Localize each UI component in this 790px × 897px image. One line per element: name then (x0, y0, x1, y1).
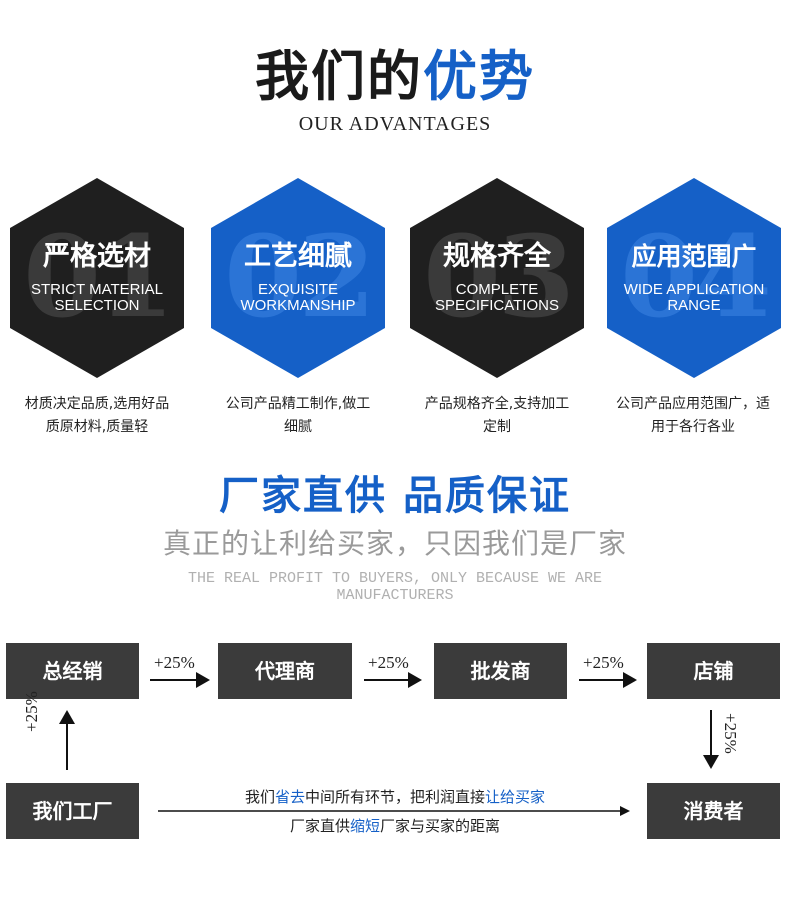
section-subtitle: 真正的让利给买家，只因我们是厂家 (162, 527, 627, 560)
advantage-en: STRICT MATERIAL SELECTION (10, 282, 184, 314)
advantage-number: 02 (224, 212, 376, 343)
hexagon-shape (10, 178, 184, 378)
advantage-en: WIDE APPLICATION RANGE (607, 282, 781, 314)
arrow-direct (158, 806, 630, 816)
msg1-highlight-2: 让给买家 (485, 788, 546, 806)
arrow-right-3 (579, 672, 637, 688)
advantage-en-line1: WIDE APPLICATION (623, 281, 765, 298)
section-title: 厂家直供 品质保证 (219, 472, 571, 519)
section-en-line2: MANUFACTURERS (336, 587, 454, 604)
arrow-right-2 (364, 672, 422, 688)
advantage-number: 03 (423, 212, 575, 343)
flow-node-wholesaler: 批发商 (434, 643, 567, 699)
advantage-en: EXQUISITE WORKMANSHIP (211, 282, 385, 314)
advantage-en-line1: EXQUISITE (257, 281, 339, 298)
flow-node-factory: 我们工厂 (6, 783, 139, 839)
markup-label-1: +25% (154, 653, 195, 672)
advantage-desc-2: 公司产品精工制作,做工 细腻 (209, 393, 387, 439)
desc-line1: 公司产品应用范围广，适 (616, 396, 770, 412)
desc-line2: 质原材料,质量轻 (45, 419, 149, 435)
arrow-up-factory (59, 710, 75, 770)
msg2-highlight: 缩短 (349, 817, 380, 835)
desc-line1: 公司产品精工制作,做工 (225, 396, 371, 412)
flow-node-agent: 代理商 (218, 643, 352, 699)
msg1-highlight-1: 省去 (274, 788, 305, 806)
section-en-line1: THE REAL PROFIT TO BUYERS, ONLY BECAUSE … (187, 570, 603, 587)
advantage-number: 04 (620, 212, 772, 343)
page-title: 我们的优势 (0, 40, 790, 112)
advantage-en-line2: SPECIFICATIONS (435, 297, 559, 314)
advantage-number: 01 (23, 212, 175, 343)
arrow-right-1 (150, 672, 210, 688)
msg1-pre: 我们 (244, 788, 275, 806)
advantage-en-line2: RANGE (667, 297, 721, 314)
advantage-title: 应用范围广 (631, 242, 757, 271)
msg1-mid: 中间所有环节，把利润直接 (305, 788, 486, 806)
advantage-en-line1: COMPLETE (455, 281, 539, 298)
hexagon-shape (607, 178, 781, 378)
advantage-title: 严格选材 (43, 241, 151, 272)
flow-node-consumer: 消费者 (647, 783, 780, 839)
advantage-hex-3: 03 规格齐全 COMPLETE SPECIFICATIONS (410, 178, 584, 378)
desc-line2: 细腻 (284, 419, 312, 435)
direct-message-2: 厂家直供缩短厂家与买家的距离 (160, 815, 630, 837)
advantage-en: COMPLETE SPECIFICATIONS (410, 282, 584, 314)
markup-label-3: +25% (583, 653, 624, 672)
advantage-title: 工艺细腻 (244, 241, 352, 272)
section-en-subtitle: THE REAL PROFIT TO BUYERS, ONLY BECAUSE … (170, 570, 620, 604)
desc-line1: 材质决定品质,选用好品 (24, 396, 170, 412)
advantage-desc-1: 材质决定品质,选用好品 质原材料,质量轻 (8, 393, 186, 439)
advantage-hex-4: 04 应用范围广 WIDE APPLICATION RANGE (607, 178, 781, 378)
advantage-en-line1: STRICT MATERIAL (31, 281, 163, 298)
advantage-desc-4: 公司产品应用范围广，适 用于各行各业 (604, 393, 782, 439)
flow-node-distributor: 总经销 (6, 643, 139, 699)
advantage-hex-2: 02 工艺细腻 EXQUISITE WORKMANSHIP (211, 178, 385, 378)
desc-line2: 定制 (483, 419, 511, 435)
flow-node-store: 店铺 (647, 643, 780, 699)
hexagon-shape (410, 178, 584, 378)
markup-label-2: +25% (368, 653, 409, 672)
title-blue-part: 优势 (423, 44, 535, 108)
advantage-en-line2: WORKMANSHIP (240, 297, 356, 314)
desc-line2: 用于各行各业 (651, 419, 735, 435)
advantage-desc-3: 产品规格齐全,支持加工 定制 (408, 393, 586, 439)
page-subtitle: OUR ADVANTAGES (298, 113, 492, 135)
msg2-post: 厂家与买家的距离 (380, 817, 501, 835)
desc-line1: 产品规格齐全,支持加工 (424, 396, 570, 412)
hexagon-shape (211, 178, 385, 378)
advantage-hex-1: 01 严格选材 STRICT MATERIAL SELECTION (10, 178, 184, 378)
advantage-title: 规格齐全 (443, 241, 551, 272)
title-dark-part: 我们的 (255, 44, 423, 108)
advantage-en-line2: SELECTION (54, 297, 140, 314)
arrow-down-store (703, 710, 719, 769)
msg2-pre: 厂家直供 (289, 817, 350, 835)
direct-message-1: 我们省去中间所有环节，把利润直接让给买家 (160, 786, 630, 808)
